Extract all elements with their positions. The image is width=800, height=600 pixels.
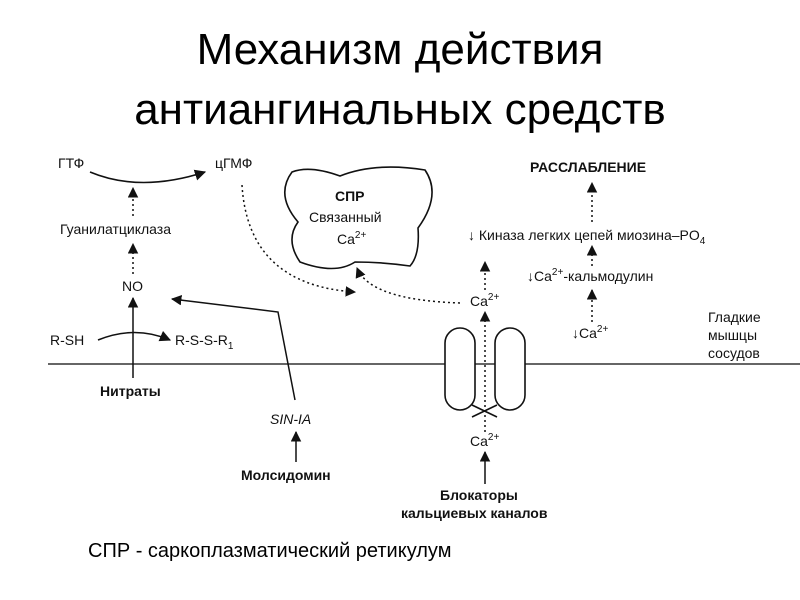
rssr-label: R-S-S-R1: [175, 332, 234, 352]
ca-to-spr-arrow: [355, 267, 461, 304]
calmodulin-label: ↓Ca2+-кальмодулин: [527, 267, 653, 284]
spr-title: СПР: [335, 188, 365, 204]
smooth-muscle-label-line-1: Гладкие: [708, 309, 761, 325]
gtp-to-cgmp-arrow: [89, 169, 207, 184]
sin1a-to-no-arrow: [170, 294, 296, 401]
cgmp-label: цГМФ: [215, 155, 252, 171]
relaxation-label: РАССЛАБЛЕНИЕ: [530, 159, 646, 175]
blockers-label-line-1: Блокаторы: [440, 487, 518, 503]
blockers-label-line-2: кальциевых каналов: [401, 505, 548, 521]
slide-caption: СПР - саркоплазматический ретикулум: [88, 540, 452, 562]
molsidomine-label: Молсидомин: [241, 467, 331, 483]
smooth-muscle-label-line-2: мышцы: [708, 327, 757, 343]
rsh-to-rssr-arrow: [97, 330, 172, 342]
smooth-muscle-label-line-3: сосудов: [708, 345, 760, 361]
gtp-label: ГТФ: [58, 155, 84, 171]
sin1a-label: SIN-IA: [270, 411, 311, 427]
ca-extracellular-label: Ca2+: [470, 432, 499, 449]
calcium-channel-left-subunit: [444, 327, 476, 411]
spr-ca-label: Ca2+: [337, 230, 366, 247]
calcium-channel-right-subunit: [494, 327, 526, 411]
ca-intracellular-label: Ca2+: [470, 292, 499, 309]
kinase-label: ↓ Киназа легких цепей миозина–PO4: [468, 227, 706, 247]
slide-title-line-2: антиангинальных средств: [134, 85, 666, 134]
rsh-label: R-SH: [50, 332, 84, 348]
no-label: NO: [122, 278, 143, 294]
nitrates-label: Нитраты: [100, 383, 161, 399]
sarcoplasmic-reticulum-shape: [284, 166, 433, 270]
ca-down-label: ↓Ca2+: [572, 324, 608, 341]
slide-title-line-1: Механизм действия: [196, 25, 604, 74]
spr-bound-label: Связанный: [309, 209, 382, 225]
guanylate-cyclase-label: Гуанилатциклаза: [60, 221, 171, 237]
